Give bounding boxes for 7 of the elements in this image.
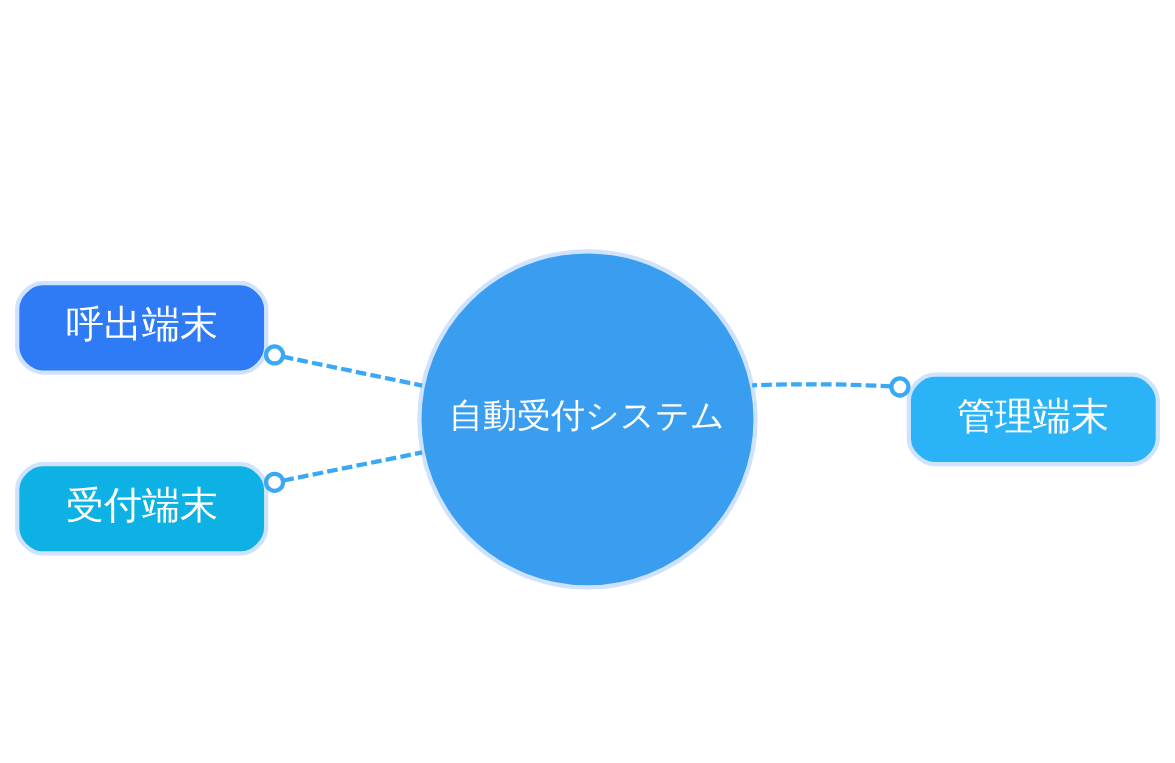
- node-box: 呼出端末: [15, 281, 269, 375]
- node-box: 受付端末: [15, 461, 269, 556]
- connector: [263, 344, 423, 388]
- node-box: 管理端末: [906, 372, 1160, 467]
- connector: [752, 376, 911, 398]
- node-circle: 自動受付システム: [417, 249, 758, 590]
- connector: [263, 450, 423, 493]
